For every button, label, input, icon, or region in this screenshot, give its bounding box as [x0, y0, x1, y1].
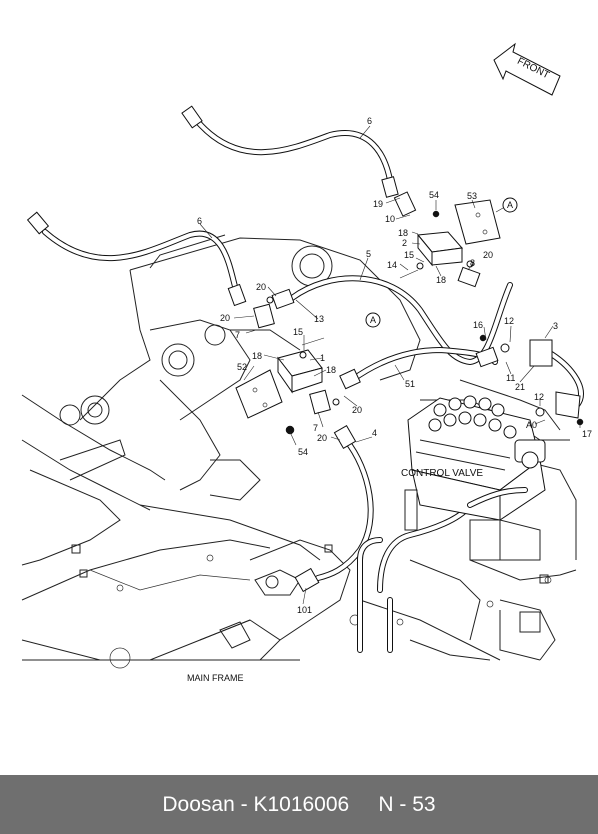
callout-20: 20 — [256, 282, 266, 292]
callout-21: 21 — [515, 382, 525, 392]
callout-1: 1 — [320, 353, 325, 363]
callout-a0: A0 — [526, 420, 537, 430]
callout-labels: 6 6 19 54 53 10 18 2 5 14 15 18 8 20 20 … — [197, 116, 592, 615]
callout-15: 15 — [404, 250, 414, 260]
callout-51: 51 — [405, 379, 415, 389]
callout-54: 54 — [429, 190, 439, 200]
fittings — [253, 191, 584, 593]
part-number: K1016006 — [253, 792, 350, 816]
callout-2: 2 — [402, 238, 407, 248]
marker-a-upper: A — [495, 197, 518, 213]
callout-15: 15 — [293, 327, 303, 337]
front-arrow-icon: FRONT — [493, 42, 561, 96]
callout-20: 20 — [352, 405, 362, 415]
marker-a-lower: A — [365, 312, 381, 328]
control-valve-label: CONTROL VALVE — [401, 468, 483, 479]
callout-101: 101 — [297, 605, 312, 615]
callout-4: 4 — [372, 428, 377, 438]
parts-diagram: FRONT — [21, 42, 592, 683]
spacer — [349, 793, 378, 817]
callout-52: 52 — [237, 362, 247, 372]
hose-5 — [289, 275, 513, 366]
block-1 — [277, 349, 323, 394]
callout-12: 12 — [534, 392, 544, 402]
callout-18: 18 — [398, 228, 408, 238]
leader-lines — [199, 125, 581, 605]
return-pipes — [357, 502, 473, 653]
brand-name: Doosan — [162, 792, 235, 816]
callout-7: 7 — [235, 330, 240, 340]
callout-13: 13 — [314, 314, 324, 324]
callout-16: 16 — [473, 320, 483, 330]
page-code: N - 53 — [378, 792, 436, 816]
callout-54: 54 — [298, 447, 308, 457]
bracket-52 — [235, 369, 283, 419]
callout-18: 18 — [326, 365, 336, 375]
callout-11: 11 — [506, 373, 515, 383]
hose-6-upper — [181, 105, 399, 198]
separator: - — [234, 792, 254, 816]
callout-6: 6 — [367, 116, 372, 126]
footer-bar: Doosan - K1016006 N - 53 — [0, 775, 598, 834]
callout-6: 6 — [197, 216, 202, 226]
callout-3: 3 — [553, 321, 558, 331]
callout-8: 8 — [470, 258, 475, 268]
callout-20: 20 — [220, 313, 230, 323]
callout-18: 18 — [252, 351, 262, 361]
callout-12: 12 — [504, 316, 514, 326]
svg-text:A: A — [507, 200, 513, 210]
control-valve — [404, 395, 546, 561]
callout-18: 18 — [436, 275, 446, 285]
svg-text:A: A — [370, 315, 376, 325]
hose-6-lower — [26, 211, 247, 307]
callout-17: 17 — [582, 429, 592, 439]
callout-10: 10 — [385, 214, 395, 224]
callout-20: 20 — [483, 250, 493, 260]
main-frame-label: MAIN FRAME — [187, 673, 244, 683]
callout-53: 53 — [467, 191, 477, 201]
callout-14: 14 — [387, 260, 397, 270]
callout-7: 7 — [313, 423, 318, 433]
callout-19: 19 — [373, 199, 383, 209]
callout-5: 5 — [366, 249, 371, 259]
callout-20: 20 — [317, 433, 327, 443]
bracket-53 — [454, 199, 501, 245]
hose-51 — [349, 346, 498, 383]
block-2 — [417, 231, 463, 267]
